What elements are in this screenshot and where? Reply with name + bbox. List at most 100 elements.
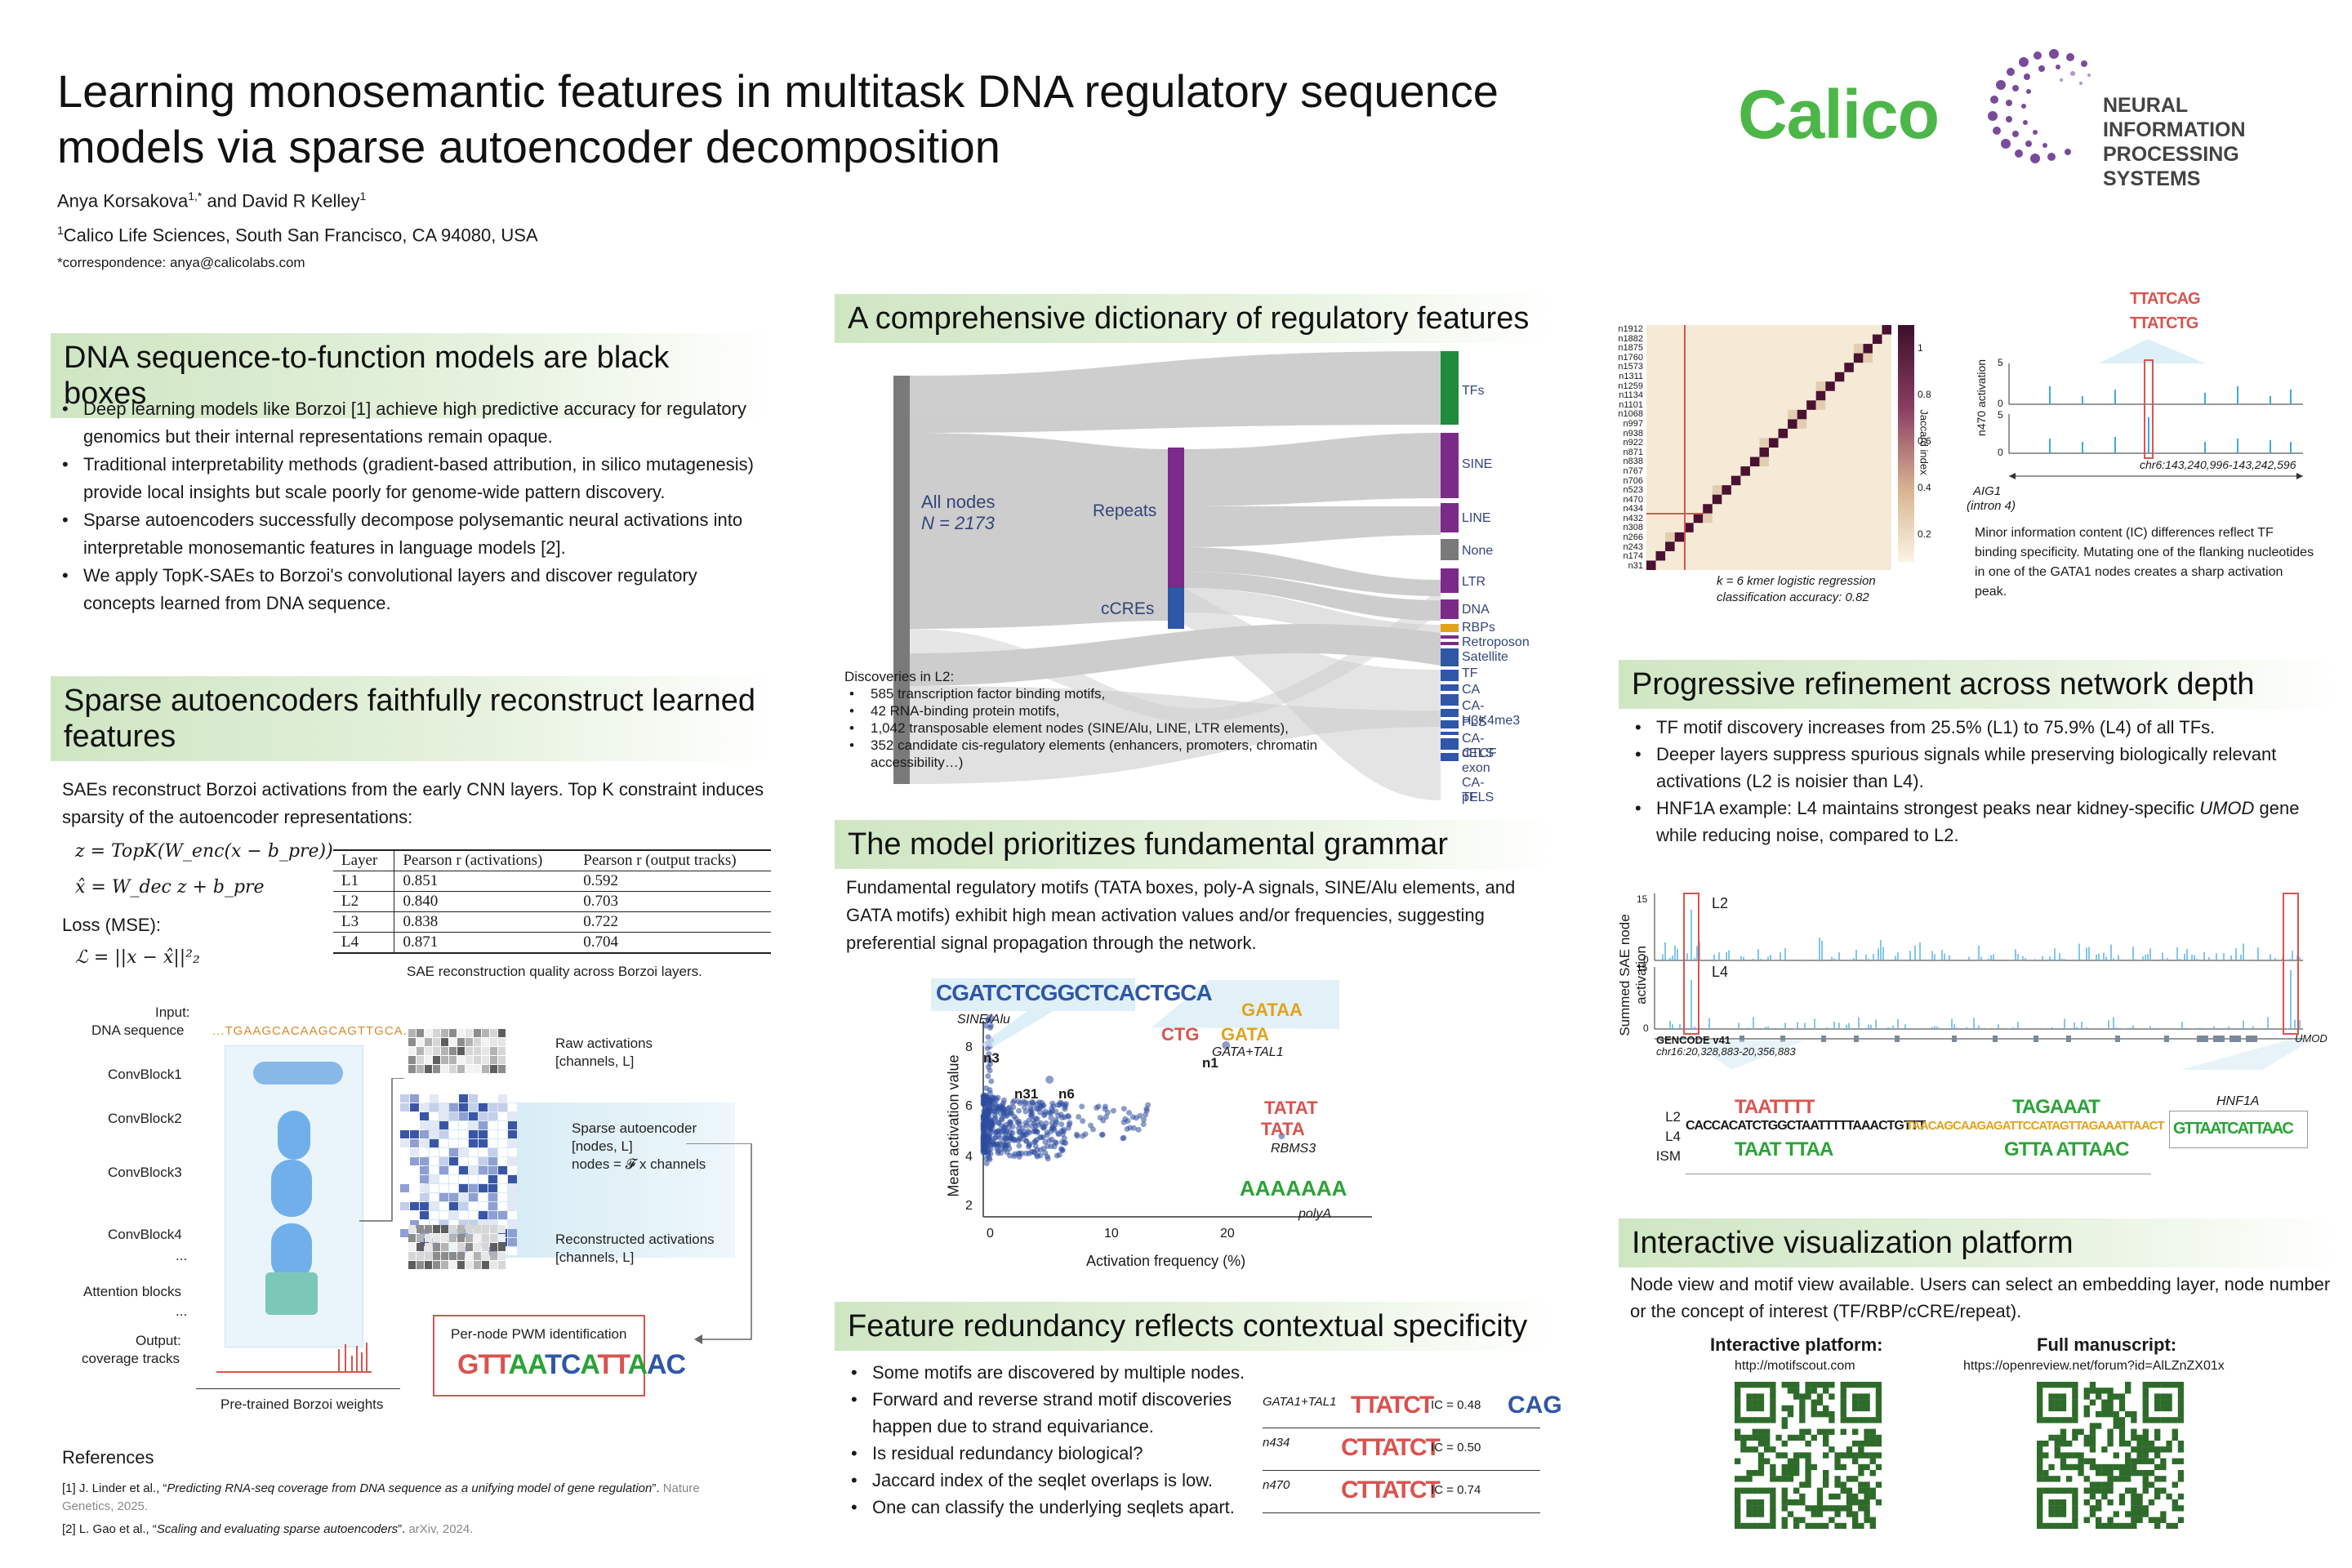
heatmap-cell — [410, 1094, 419, 1102]
qr-module — [1757, 1452, 1765, 1459]
qr-module — [1864, 1399, 1870, 1405]
qr-module — [1781, 1476, 1788, 1482]
heatmap-cell — [400, 1238, 409, 1246]
qr-module — [1752, 1446, 1758, 1453]
manuscript-url-link[interactable]: https://openreview.net/forum?id=AlLZnZX0… — [1963, 1359, 2225, 1373]
qr-module — [1781, 1423, 1788, 1429]
qr-module — [1781, 1382, 1788, 1388]
jaccard-diagonal-cell — [1665, 541, 1675, 551]
qr-module — [2166, 1522, 2172, 1529]
qr-module — [1875, 1399, 1882, 1405]
heatmap-cell — [410, 1112, 419, 1120]
rbms3-logo-2: TATA — [1261, 1119, 1305, 1139]
qr-module — [1770, 1511, 1776, 1517]
heatmap-cell — [420, 1121, 429, 1129]
row-divider — [1263, 1470, 1540, 1471]
heatmap-cell — [430, 1166, 439, 1174]
qr-module — [1735, 1405, 1741, 1412]
pretrained-rule — [196, 1388, 400, 1389]
heatmap-cell — [508, 1121, 517, 1129]
heatmap-cell — [466, 1038, 473, 1046]
jaccard-cell — [1853, 344, 1864, 354]
qr-module — [2078, 1452, 2084, 1459]
qr-module — [1816, 1493, 1824, 1500]
qr-module — [1764, 1458, 1771, 1464]
heatmap-cell — [459, 1139, 468, 1147]
qr-module — [2177, 1446, 2184, 1453]
qr-module — [1846, 1505, 1853, 1512]
qr-module — [2060, 1452, 2067, 1459]
bullet: Forward and reverse strand motif discove… — [846, 1386, 1263, 1440]
qr-module — [2172, 1522, 2178, 1529]
qr-module — [1787, 1434, 1794, 1441]
heatmap-cell — [439, 1202, 448, 1210]
heatmap-cell — [498, 1175, 507, 1183]
qr-module — [1764, 1487, 1771, 1494]
scatter-point — [1054, 1152, 1060, 1159]
manuscript-qr-code[interactable] — [2037, 1382, 2184, 1529]
calico-logo: Calico — [1738, 76, 1940, 153]
heatmap-cell — [410, 1211, 419, 1219]
qr-module — [1770, 1463, 1776, 1471]
discovery-item: 352 candidate cis-regulatory elements (e… — [844, 737, 1334, 771]
qr-module — [2066, 1487, 2073, 1494]
qr-module — [1757, 1441, 1765, 1447]
scatter-point — [1045, 1076, 1054, 1084]
heatmap-cell — [439, 1184, 448, 1192]
heatmap-cell — [459, 1202, 468, 1210]
references-heading: References — [62, 1447, 154, 1468]
heatmap-cell — [439, 1166, 448, 1174]
qr-module — [2131, 1499, 2137, 1506]
discoveries-title: Discoveries in L2: — [844, 669, 955, 684]
heatmap-cell — [400, 1202, 409, 1210]
scatter-point — [987, 1120, 994, 1126]
qr-module — [2148, 1382, 2155, 1388]
jaccard-caption-1: k = 6 kmer logistic regression — [1717, 574, 1876, 588]
qr-module — [2142, 1505, 2149, 1512]
heatmap-cell — [457, 1261, 465, 1269]
category-label: TFs — [1462, 384, 1485, 398]
heatmap-cell — [416, 1065, 424, 1073]
heatmap-cell — [441, 1056, 448, 1064]
platform-url-link[interactable]: http://motifscout.com — [1735, 1359, 1855, 1373]
heatmap-cell — [488, 1112, 497, 1120]
qr-module — [1869, 1452, 1876, 1459]
jaccard-diagonal-cell — [1825, 381, 1835, 391]
table-header: Pearson r (output tracks) — [583, 852, 737, 869]
qr-module — [2037, 1493, 2043, 1500]
qr-module — [1829, 1411, 1835, 1418]
scatter-point — [1135, 1126, 1142, 1133]
heatmap-cell — [410, 1184, 419, 1192]
qr-module — [2072, 1399, 2078, 1405]
x-tick: 10 — [1104, 1227, 1119, 1241]
pretrained-label: Pre-trained Borzoi weights — [220, 1396, 384, 1412]
qr-module — [1852, 1522, 1859, 1529]
scatter-point — [987, 1103, 993, 1110]
heatmap-cell — [508, 1139, 517, 1147]
qr-module — [1811, 1522, 1817, 1529]
heatmap-cell — [449, 1038, 457, 1046]
qr-module — [2037, 1458, 2043, 1464]
heatmap-cell — [498, 1094, 507, 1102]
qr-module — [2096, 1423, 2102, 1429]
platform-qr-code[interactable] — [1735, 1382, 1882, 1529]
ref-2-venue: arXiv, 2024. — [408, 1522, 474, 1536]
qr-module — [1799, 1393, 1806, 1400]
qr-module — [2060, 1511, 2067, 1517]
scatter-point — [1110, 1107, 1116, 1114]
qr-module — [2054, 1487, 2060, 1494]
qr-module — [1799, 1405, 1806, 1412]
qr-module — [1764, 1434, 1771, 1441]
heatmap-cell — [410, 1220, 419, 1228]
colorbar-tick: 0.2 — [1918, 528, 1931, 540]
qr-module — [1746, 1476, 1753, 1482]
qr-module — [2131, 1522, 2137, 1529]
scatter-point — [1019, 1131, 1026, 1138]
qr-module — [1757, 1499, 1765, 1506]
heatmap-cell — [490, 1243, 497, 1251]
qr-module — [2172, 1382, 2178, 1388]
qr-module — [2107, 1476, 2114, 1482]
pwm-label: Per-node PWM identification — [451, 1326, 627, 1342]
heatmap-cell — [457, 1234, 465, 1242]
heatmap-cell — [466, 1065, 473, 1073]
